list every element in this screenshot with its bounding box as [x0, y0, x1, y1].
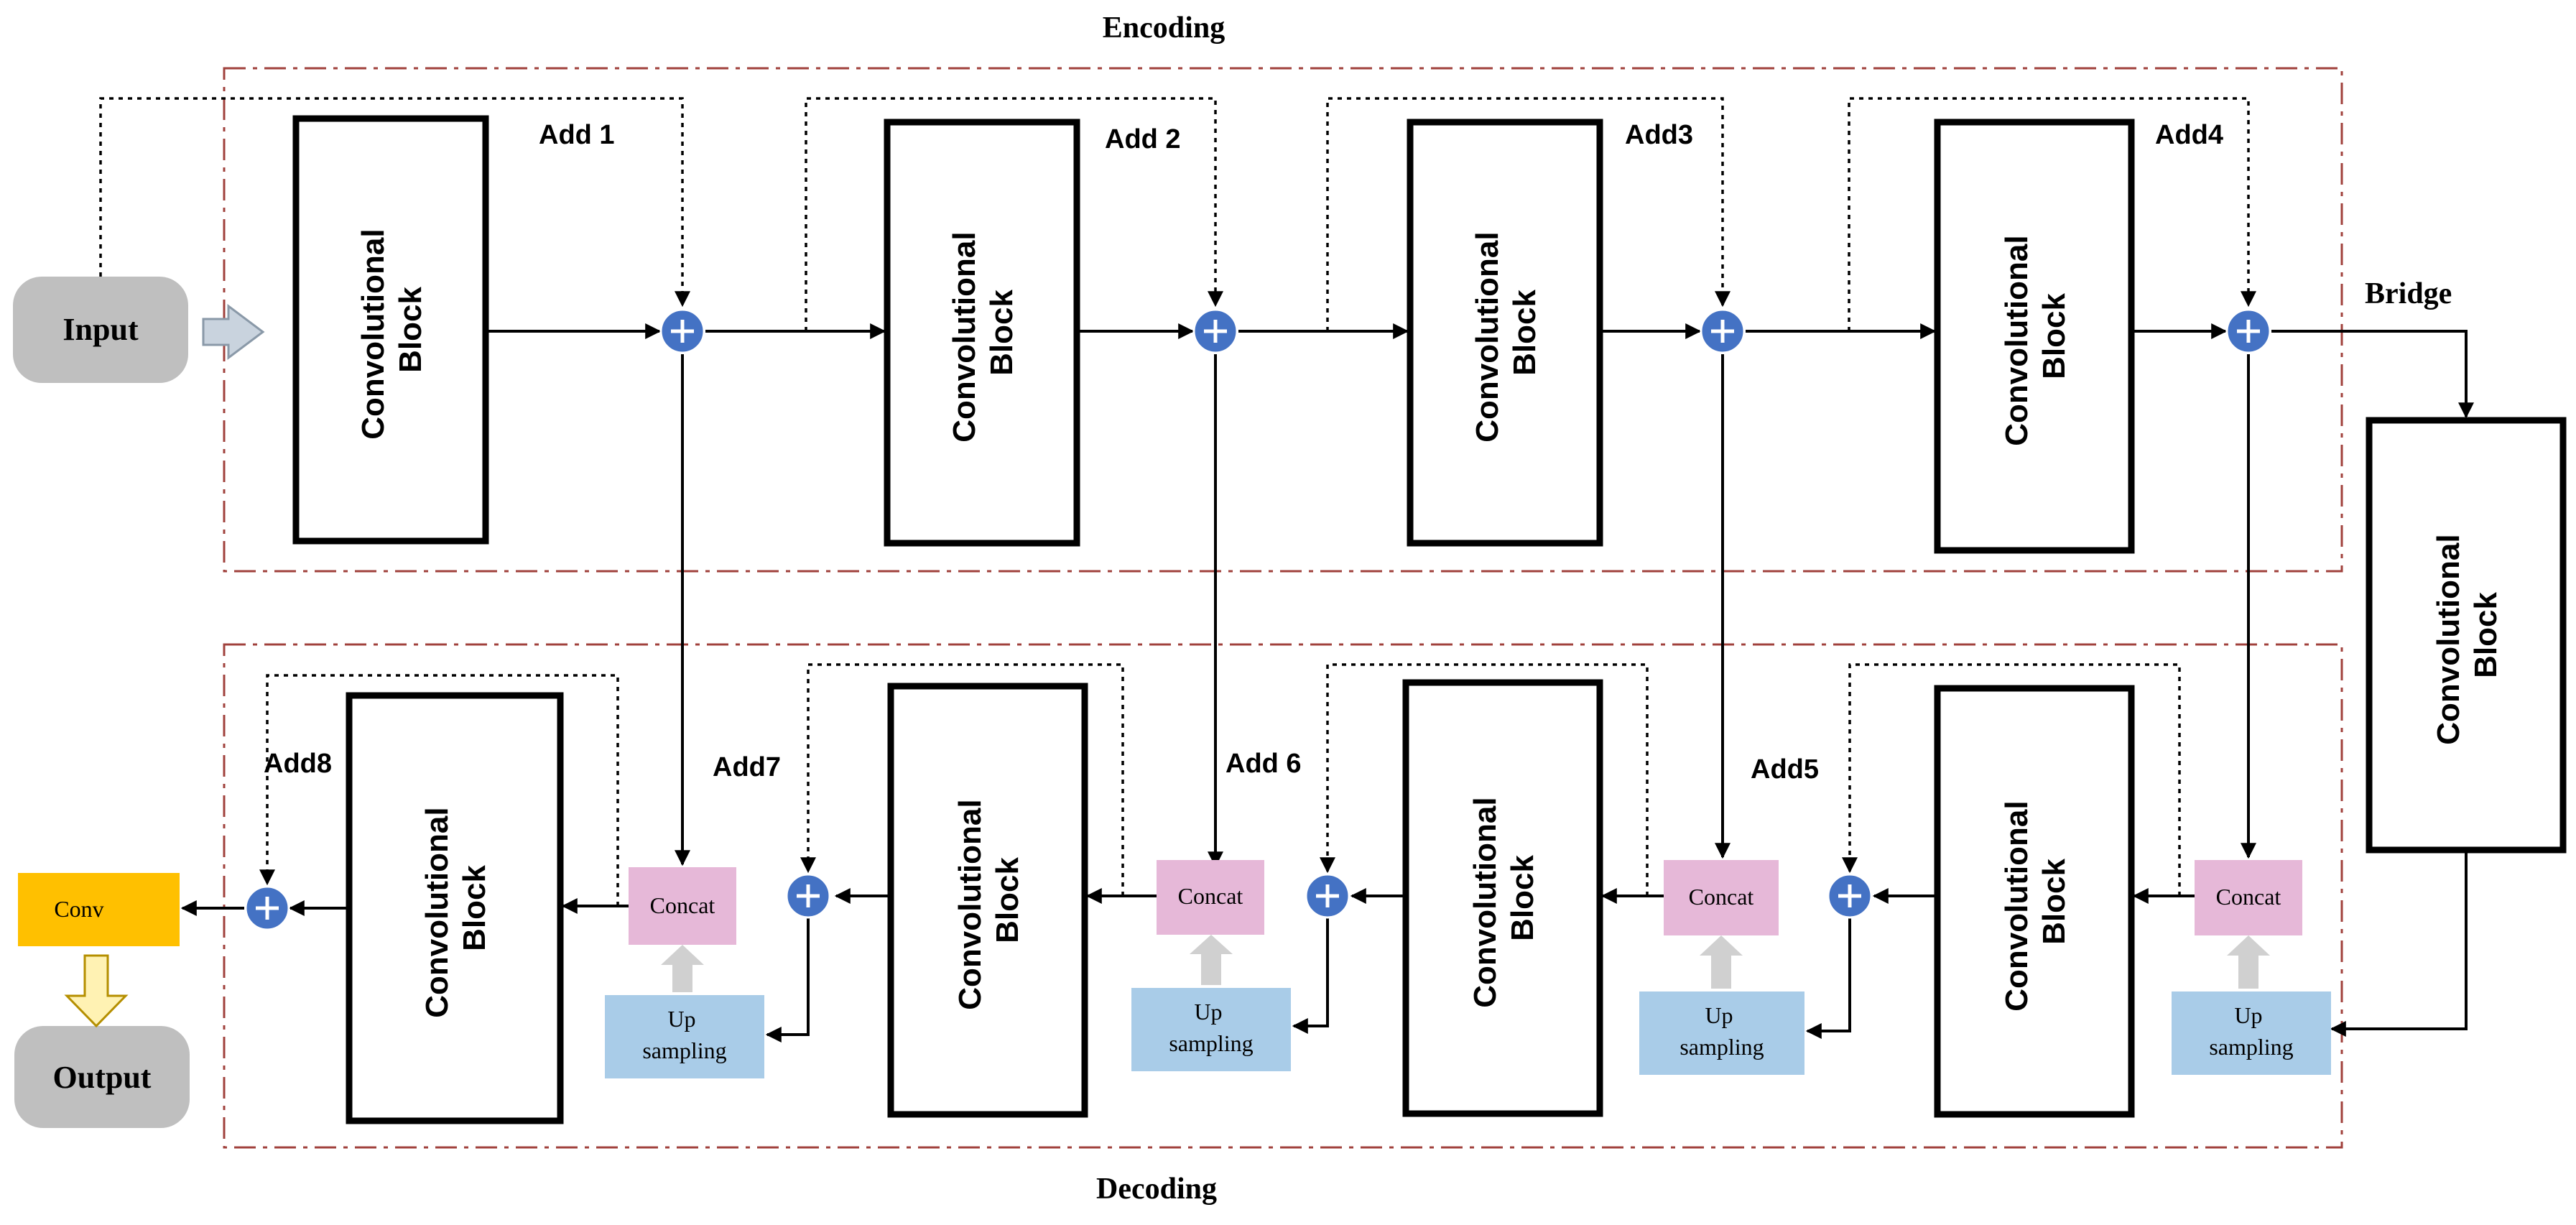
- encoder-block-4: Convolutional Block: [1934, 119, 2135, 554]
- add-nodes: [244, 308, 2271, 931]
- decoder-block-1: Convolutional Block: [346, 692, 564, 1124]
- svg-text:Up sampling: Up sampling: [1169, 999, 1253, 1056]
- encoding-title: Encoding: [1103, 11, 1225, 45]
- svg-text:Convolutional Block: Convolutional Block: [1468, 788, 1540, 1008]
- svg-text:Input: Input: [62, 312, 139, 347]
- encoder-flow-arrows: [486, 323, 2474, 1037]
- add-label-1: Add 1: [539, 120, 615, 150]
- concat-4: Concat: [2195, 860, 2302, 935]
- concat-3: Concat: [1664, 860, 1779, 935]
- bridge-block: Convolutional Block: [2366, 417, 2567, 854]
- encoder-block-3: Convolutional Block: [1407, 119, 1603, 547]
- input-arrow: [202, 304, 265, 360]
- encoder-block-2: Convolutional Block: [884, 119, 1080, 547]
- add-node-4: [2225, 308, 2271, 354]
- add-label-6: Add 6: [1226, 749, 1302, 779]
- svg-text:Up sampling: Up sampling: [642, 1006, 726, 1063]
- svg-text:Convolutional Block: Convolutional Block: [1999, 226, 2072, 446]
- decoder-skip-dotted: [259, 663, 2181, 906]
- decoding-title: Decoding: [1096, 1173, 1217, 1206]
- skip-connections: [675, 354, 2256, 868]
- svg-text:Up sampling: Up sampling: [1680, 1002, 1764, 1060]
- svg-text:Output: Output: [53, 1060, 152, 1095]
- upsampling-to-concat-arrows: [661, 935, 2270, 992]
- encoder-block-1: Convolutional Block: [292, 115, 489, 545]
- upsampling-4: Up sampling: [2172, 991, 2331, 1075]
- add-label-2: Add 2: [1105, 124, 1181, 154]
- svg-text:Convolutional Block: Convolutional Block: [953, 790, 1025, 1010]
- svg-text:Convolutional Block: Convolutional Block: [1470, 223, 1542, 443]
- svg-text:Convolutional Block: Convolutional Block: [356, 220, 428, 440]
- add-label-8: Add8: [264, 749, 332, 779]
- svg-text:Up sampling: Up sampling: [2209, 1002, 2293, 1060]
- conv-to-output-arrow: [64, 954, 129, 1028]
- input-node: Input: [13, 277, 188, 383]
- svg-text:Conv: Conv: [54, 896, 103, 922]
- add-label-7: Add7: [713, 752, 781, 782]
- upsampling-2: Up sampling: [1131, 988, 1291, 1071]
- svg-text:Convolutional Block: Convolutional Block: [2431, 525, 2503, 745]
- add-node-1: [659, 308, 705, 354]
- decoder-block-4: Convolutional Block: [1934, 685, 2135, 1118]
- add-node-3: [1700, 308, 1746, 354]
- add-label-4: Add4: [2155, 120, 2223, 150]
- add-node-8: [244, 885, 290, 931]
- svg-text:Concat: Concat: [1689, 884, 1754, 910]
- svg-text:Concat: Concat: [1178, 883, 1243, 909]
- upsampling-1: Up sampling: [605, 995, 764, 1078]
- decoder-block-3: Convolutional Block: [1402, 679, 1603, 1117]
- add-label-3: Add3: [1625, 120, 1693, 150]
- upsampling-3: Up sampling: [1639, 991, 1804, 1075]
- decoder-block-2: Convolutional Block: [887, 683, 1088, 1118]
- conv-node: Conv: [18, 873, 180, 946]
- decoding-section-border: [223, 643, 2343, 1149]
- svg-text:Concat: Concat: [650, 892, 715, 918]
- add-labels: Add 1 Add 2 Add3 Add4 Add5 Add 6 Add7 Ad…: [264, 120, 2223, 785]
- concat-2: Concat: [1157, 860, 1264, 935]
- svg-text:Concat: Concat: [2216, 884, 2281, 910]
- add-label-5: Add5: [1751, 754, 1819, 785]
- svg-text:Convolutional Block: Convolutional Block: [1999, 792, 2072, 1012]
- svg-text:Convolutional Block: Convolutional Block: [420, 798, 492, 1018]
- add-node-7: [785, 873, 831, 919]
- svg-text:Convolutional Block: Convolutional Block: [947, 223, 1019, 443]
- encoder-skip-dotted: [99, 97, 2256, 331]
- add-node-6: [1305, 873, 1350, 919]
- add-node-2: [1192, 308, 1238, 354]
- output-node: Output: [14, 1026, 190, 1128]
- bridge-label: Bridge: [2365, 277, 2452, 310]
- add-node-5: [1827, 873, 1873, 919]
- concat-1: Concat: [629, 867, 736, 945]
